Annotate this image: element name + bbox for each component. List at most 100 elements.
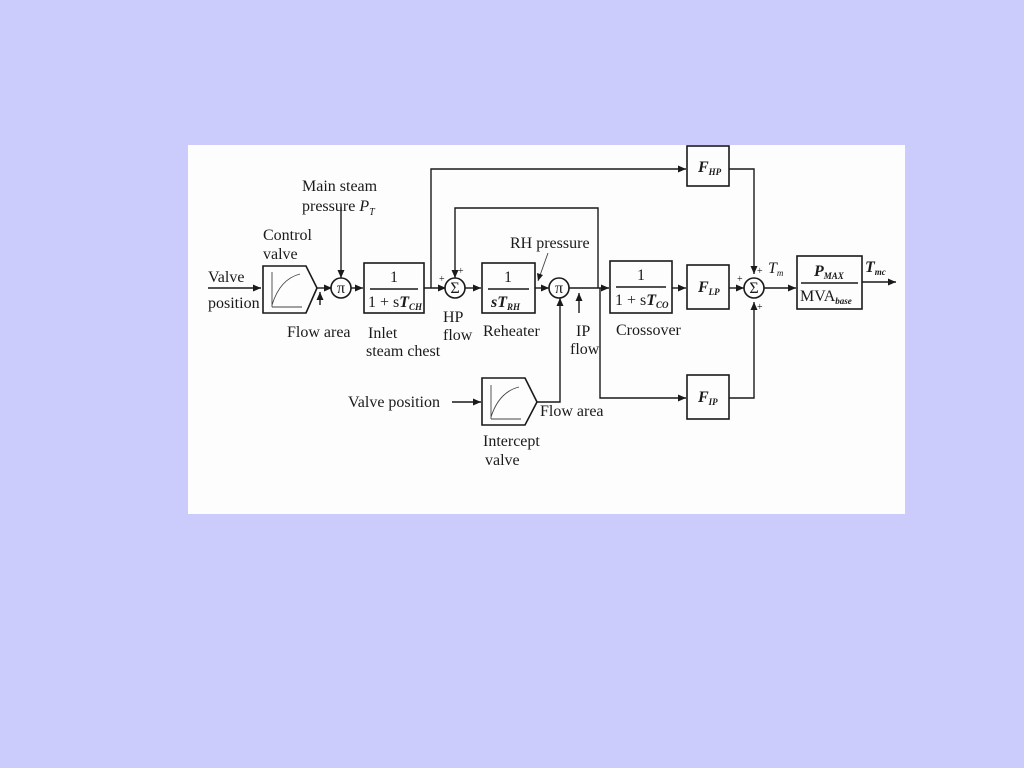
label-valve-input: Valve: [208, 269, 244, 286]
f-lp-block: FLP: [686, 264, 730, 310]
arrowhead: [678, 284, 686, 292]
label-main-steam: Main steam: [302, 178, 378, 195]
summer-1-symbol: Σ: [450, 280, 459, 297]
arrowhead: [316, 292, 324, 300]
summer-2-plus-bottom: +: [757, 302, 763, 313]
f-ip-box: [686, 374, 730, 420]
summer-2-symbol: Σ: [749, 280, 758, 297]
label-crossover: Crossover: [616, 322, 682, 339]
label-ip-flow: flow: [570, 341, 600, 358]
arrowhead: [678, 394, 686, 402]
arrowhead: [473, 284, 481, 292]
f-ip-label: FIP: [697, 389, 718, 407]
control-valve-curve: [271, 272, 302, 308]
label-intercept: Intercept: [483, 433, 540, 450]
summer-1-plus-left: +: [439, 274, 445, 285]
control-valve-shape: [262, 265, 318, 314]
multiplier-2-circle: [548, 277, 570, 299]
label-position-input: position: [208, 295, 260, 312]
steam-chest-denominator: 1 + sTCH: [368, 294, 423, 312]
arrowhead: [324, 284, 332, 292]
label-hp-flow: flow: [443, 327, 473, 344]
arrowhead: [788, 284, 796, 292]
reheater-numerator: 1: [504, 269, 512, 286]
summer-1: Σ + +: [439, 266, 466, 299]
crossover-block: 1 1 + sTCO: [609, 260, 673, 314]
f-lp-label: FLP: [697, 279, 720, 297]
label-control: Control: [263, 227, 312, 244]
arrowhead: [253, 284, 261, 292]
reheater-box: [481, 262, 536, 314]
diagram-labels: Valve position Control valve Main steam …: [208, 178, 886, 469]
arrowhead: [678, 165, 686, 173]
crossover-denominator: 1 + sTCO: [615, 292, 669, 310]
f-hp-box: [686, 145, 730, 187]
crossover-numerator: 1: [637, 267, 645, 284]
steam-chest-numerator: 1: [390, 269, 398, 286]
control-valve-block: [262, 265, 318, 314]
summer-2: Σ + + +: [737, 266, 765, 313]
intercept-valve-curve: [490, 385, 521, 420]
scale-numerator: PMAX: [813, 263, 845, 281]
arrowhead: [541, 284, 549, 292]
turbine-block-diagram: π Σ + + π Σ + + + 1: [208, 145, 896, 469]
arrowhead: [556, 298, 564, 306]
line-fhp-to-sum: [729, 168, 755, 274]
label-flow-area-2: Flow area: [540, 403, 604, 420]
arrowhead: [575, 293, 583, 301]
f-lp-box: [686, 264, 730, 310]
line-intercept-to-mult: [537, 298, 561, 403]
label-flow-area-1: Flow area: [287, 324, 351, 341]
arrowhead: [451, 270, 459, 278]
label-tmc: Tmc: [865, 259, 886, 277]
f-hp-block: FHP: [686, 145, 730, 187]
arrowhead: [601, 284, 609, 292]
arrowhead: [888, 278, 896, 286]
steam-chest-block: 1 1 + sTCH: [363, 262, 425, 314]
label-ip: IP: [576, 323, 590, 340]
arrowhead: [736, 284, 744, 292]
label-valve-position-2: Valve position: [348, 394, 440, 411]
multiplier-1: π: [330, 277, 352, 299]
line-hp-branch: [430, 168, 686, 288]
scale-block: PMAX MVAbase: [796, 255, 863, 310]
label-hp: HP: [443, 309, 464, 326]
arrowhead: [355, 284, 363, 292]
f-ip-block: FIP: [686, 374, 730, 420]
summer-1-plus-top: +: [458, 266, 464, 277]
turbine-block-diagram-figure: π Σ + + π Σ + + + 1: [188, 145, 905, 514]
summer-1-circle: [444, 277, 466, 299]
line-rh-feedback: [454, 207, 599, 288]
summer-2-circle: [743, 277, 765, 299]
label-reheater: Reheater: [483, 323, 541, 340]
scale-denominator: MVAbase: [800, 288, 852, 306]
summer-2-plus-left: +: [737, 274, 743, 285]
f-hp-label: FHP: [697, 159, 722, 177]
summer-2-plus-top: +: [757, 266, 763, 277]
intercept-valve-shape: [481, 377, 538, 426]
label-valve: valve: [263, 246, 298, 263]
multiplier-1-circle: [330, 277, 352, 299]
arrowhead: [537, 273, 543, 281]
arrowhead: [473, 398, 481, 406]
steam-chest-box: [363, 262, 425, 314]
line-fip-to-sum: [729, 302, 755, 399]
arrowheads: [253, 165, 896, 406]
arrowhead: [337, 270, 345, 278]
reheater-block: 1 sTRH: [481, 262, 536, 314]
label-steam-chest: steam chest: [366, 343, 441, 360]
reheater-denominator: sTRH: [490, 294, 521, 312]
multiplier-1-symbol: π: [337, 280, 345, 297]
arrowhead: [750, 302, 758, 310]
arrowhead: [750, 266, 758, 274]
label-rh-pressure: RH pressure: [510, 235, 590, 252]
arrowhead: [438, 284, 446, 292]
line-ip-branch: [599, 288, 686, 399]
multiplier-2-symbol: π: [555, 280, 563, 297]
label-inlet: Inlet: [368, 325, 398, 342]
label-intercept-valve: valve: [485, 452, 520, 469]
label-tm: Tm: [768, 260, 784, 278]
intercept-valve-block: [481, 377, 538, 426]
